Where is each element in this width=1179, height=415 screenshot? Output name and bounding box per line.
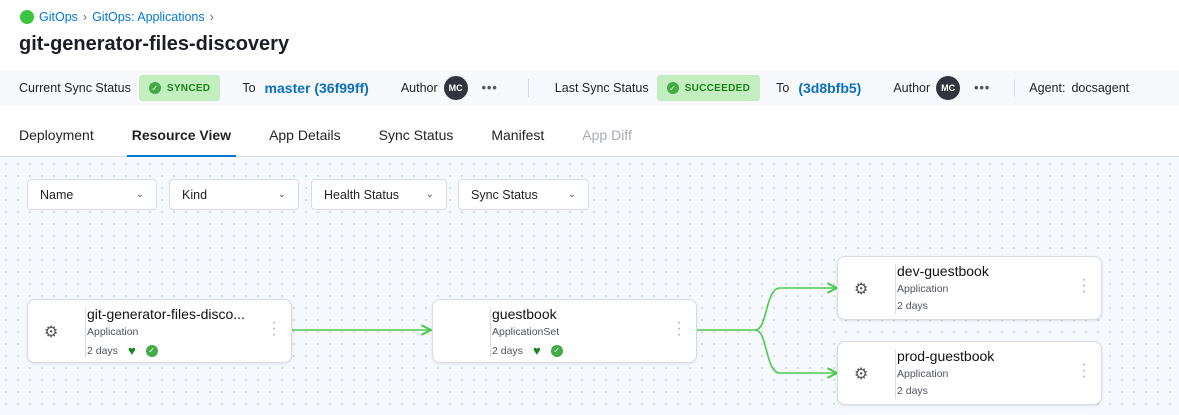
synced-check-icon: ✓ [145, 344, 158, 357]
breadcrumb-applications[interactable]: GitOps: Applications [92, 10, 205, 24]
tab-bar: Deployment Resource View App Details Syn… [0, 114, 1179, 157]
current-commit-link[interactable]: master (36f99ff) [264, 80, 369, 96]
agent-label: Agent: [1029, 81, 1066, 95]
tab-app-details[interactable]: App Details [269, 127, 341, 143]
synced-badge: ✓SYNCED [138, 75, 221, 101]
chevron-down-icon: ⌄ [425, 189, 434, 200]
chevron-down-icon: ⌄ [277, 189, 286, 200]
page-title: git-generator-files-discovery [19, 33, 290, 55]
application-icon: ⚙ [854, 281, 869, 298]
node-guestbook[interactable]: guestbook ApplicationSet 2 days♥✓ ··· [432, 299, 697, 363]
sync-status-filter[interactable]: Sync Status⌄ [458, 179, 589, 210]
agent-value: docsagent [1071, 81, 1130, 95]
more-icon[interactable]: ••• [481, 81, 498, 95]
more-icon[interactable]: ••• [974, 81, 991, 95]
chevron-down-icon: ⌄ [135, 189, 144, 200]
edge [697, 288, 837, 331]
current-sync-label: Current Sync Status [19, 81, 131, 95]
chevron-down-icon: ⌄ [567, 189, 576, 200]
node-git-generator-files-discovery[interactable]: ⚙ git-generator-files-disco... Applicati… [27, 299, 292, 363]
healthy-heart-icon: ♥ [127, 343, 136, 358]
divider [527, 79, 529, 97]
avatar: MC [443, 76, 468, 100]
author-label: Author [893, 81, 931, 95]
author-label: Author [400, 81, 438, 95]
tab-app-diff: App Diff [582, 127, 632, 143]
check-icon: ✓ [666, 82, 679, 94]
kebab-menu-icon[interactable]: ··· [676, 314, 682, 343]
edge [754, 329, 837, 373]
kebab-menu-icon[interactable]: ··· [271, 314, 277, 343]
tab-resource-view[interactable]: Resource View [113, 114, 250, 157]
gitops-logo-icon [20, 10, 34, 24]
tab-sync-status[interactable]: Sync Status [378, 127, 454, 143]
check-icon: ✓ [148, 82, 161, 94]
health-status-filter[interactable]: Health Status⌄ [311, 179, 447, 210]
resource-graph[interactable]: Name⌄ Kind⌄ Health Status⌄ Sync Status⌄ … [0, 158, 1179, 415]
node-dev-guestbook[interactable]: ⚙ dev-guestbook Application 2 days ··· [837, 256, 1102, 320]
graph-edges [292, 158, 1179, 415]
breadcrumb-gitops[interactable]: GitOps [39, 10, 78, 24]
last-commit-link[interactable]: (3d8bfb5) [798, 80, 862, 96]
kind-filter[interactable]: Kind⌄ [169, 179, 299, 210]
kebab-menu-icon[interactable]: ··· [1081, 271, 1087, 300]
avatar: MC [936, 76, 961, 100]
tab-manifest[interactable]: Manifest [491, 127, 545, 143]
healthy-heart-icon: ♥ [532, 343, 541, 358]
application-icon: ⚙ [44, 324, 59, 341]
name-filter[interactable]: Name⌄ [27, 179, 157, 210]
last-sync-label: Last Sync Status [554, 81, 649, 95]
kebab-menu-icon[interactable]: ··· [1081, 356, 1087, 385]
divider [1014, 79, 1016, 97]
synced-check-icon: ✓ [550, 344, 563, 357]
succeeded-badge: ✓SUCCEEDED [656, 75, 761, 101]
to-label: To [242, 81, 256, 95]
to-label: To [776, 81, 790, 95]
node-prod-guestbook[interactable]: ⚙ prod-guestbook Application 2 days ··· [837, 341, 1102, 405]
sync-status-bar: Current Sync Status ✓SYNCED To master (3… [0, 70, 1179, 106]
tab-deployment[interactable]: Deployment [19, 127, 94, 143]
application-icon: ⚙ [854, 366, 869, 383]
breadcrumb: GitOps› GitOps: Applications› [20, 10, 214, 24]
